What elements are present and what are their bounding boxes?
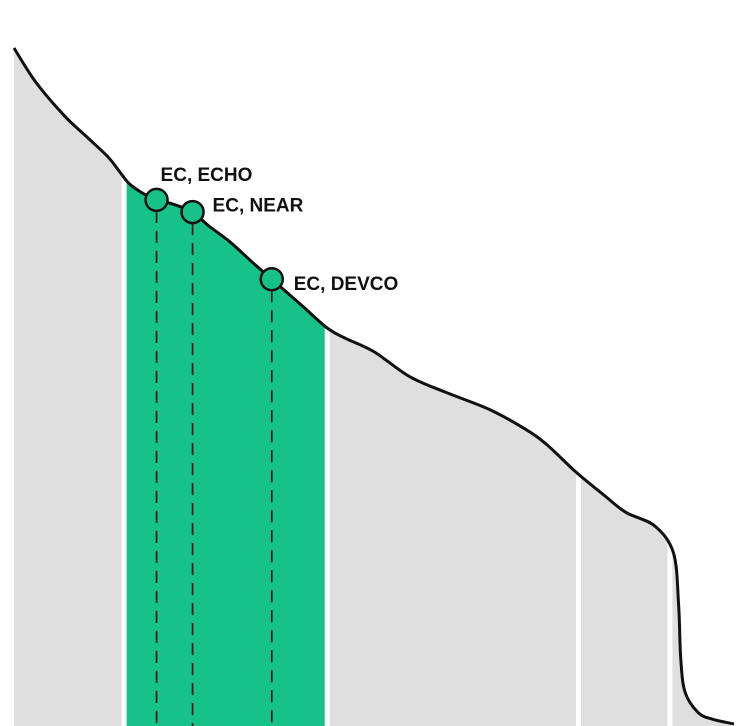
point-label-echo: EC, ECHO	[161, 165, 253, 186]
point-marker	[259, 266, 285, 292]
point-labels: EC, ECHO EC, NEAR EC, DEVCO	[161, 165, 399, 295]
area-band	[578, 48, 670, 726]
point-markers	[144, 187, 285, 292]
curve-layer	[12, 47, 735, 726]
area-band	[14, 48, 125, 726]
point-label-near: EC, NEAR	[213, 196, 304, 217]
point-marker	[180, 199, 205, 225]
area-band	[327, 48, 579, 726]
drop-lines	[155, 210, 273, 726]
series-line	[12, 47, 735, 726]
point-marker	[144, 187, 169, 213]
highlight-band	[124, 48, 328, 726]
point-label-devco: EC, DEVCO	[294, 274, 399, 295]
